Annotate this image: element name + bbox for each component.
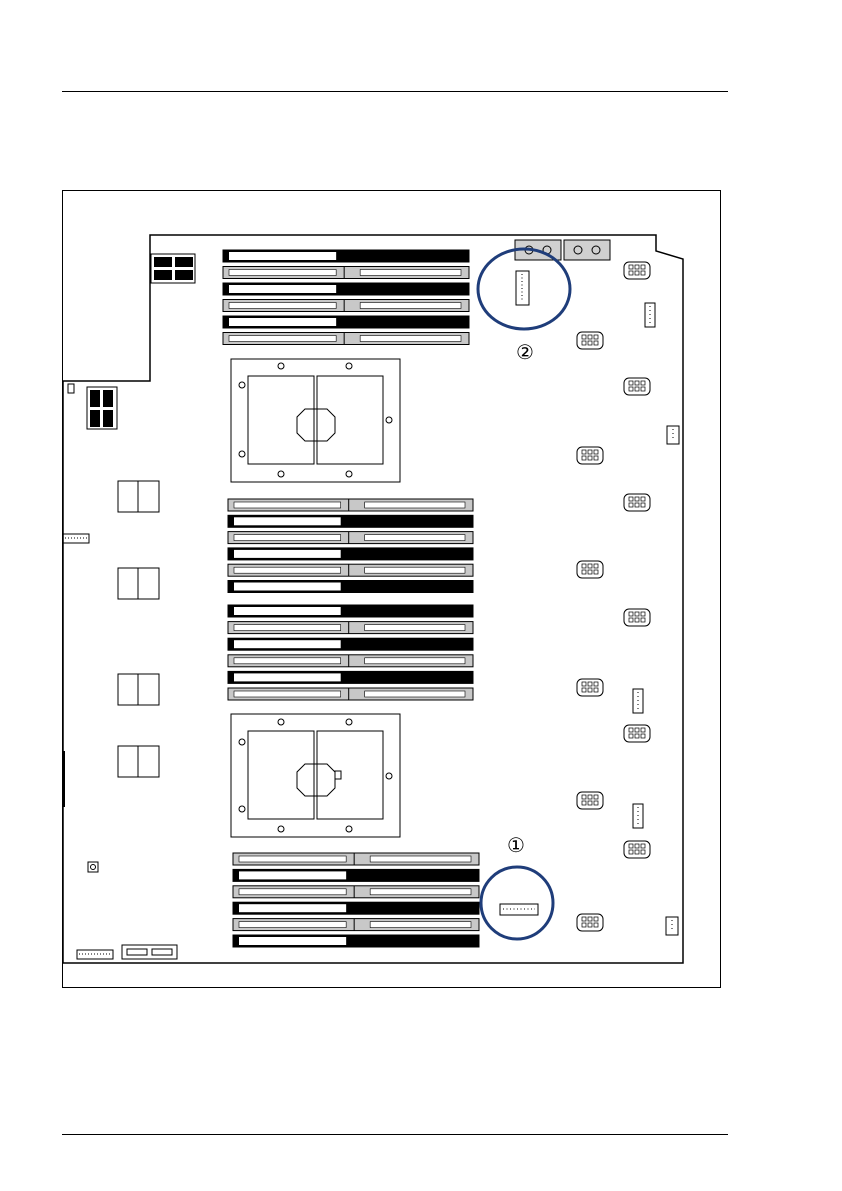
usb-connector: [122, 945, 177, 959]
connector-2: [516, 271, 529, 305]
dimm-slot: [233, 919, 479, 931]
six-pin-connector: [624, 725, 650, 742]
square-connector-4: [118, 746, 159, 777]
dimm-slot: [228, 671, 473, 683]
footer-rule: [62, 1134, 728, 1135]
six-pin-connector: [577, 561, 603, 578]
pin-header-left: [63, 534, 89, 543]
dimm-slot: [228, 622, 473, 634]
dimm-slots-group-1: [223, 250, 469, 345]
dimm-slot: [223, 267, 469, 279]
dimm-slot: [228, 581, 473, 593]
square-connector-3: [118, 674, 159, 705]
dimm-slot: [223, 333, 469, 345]
dimm-slot: [228, 605, 473, 617]
square-connector-2: [118, 568, 159, 599]
dimm-slot: [228, 548, 473, 560]
six-pin-connector: [577, 792, 603, 809]
six-pin-connector: [624, 378, 650, 395]
dimm-slot: [223, 300, 469, 312]
six-pin-connector: [577, 914, 603, 931]
six-pin-connector: [624, 494, 650, 511]
dimm-slot: [233, 935, 479, 947]
six-pin-connector: [624, 262, 650, 279]
dimm-slots-group-4: [233, 853, 479, 947]
six-pin-connector: [624, 609, 650, 626]
highlight-circle-2: [478, 249, 570, 329]
led: [88, 862, 98, 872]
jumper: [68, 384, 74, 393]
six-pin-connectors: [577, 262, 650, 931]
sata-connectors-left: [87, 387, 117, 429]
dimm-slots-group-2: [228, 499, 473, 593]
six-pin-connector: [577, 679, 603, 696]
dimm-slot: [228, 532, 473, 544]
cpu-socket-2: [231, 714, 400, 837]
dimm-slots-group-3: [228, 605, 473, 700]
connector-1: [500, 904, 538, 915]
fan-connector-b: [667, 426, 679, 444]
system-board-diagram: ② ①: [63, 191, 722, 989]
dimm-slot: [233, 902, 479, 914]
callout-1: ①: [507, 833, 525, 857]
dimm-slot: [228, 564, 473, 576]
square-connector-1: [118, 481, 159, 512]
fan-connector-c: [633, 689, 643, 713]
sata-connectors-top: [151, 254, 195, 283]
callout-2: ②: [516, 340, 534, 364]
fan-connector-e: [666, 917, 678, 935]
dimm-slot: [228, 655, 473, 667]
fan-connector-d: [633, 804, 643, 828]
highlight-circle-1: [481, 867, 553, 939]
dimm-slot: [233, 853, 479, 865]
dimm-slot: [233, 886, 479, 898]
figure-frame: ② ①: [62, 190, 721, 988]
six-pin-connector: [577, 447, 603, 464]
fan-connector-a: [645, 303, 655, 327]
dimm-slot: [228, 638, 473, 650]
dimm-slot: [223, 316, 469, 328]
dimm-slot: [233, 869, 479, 881]
dimm-slot: [223, 283, 469, 295]
six-pin-connector: [624, 841, 650, 858]
dimm-slot: [228, 515, 473, 527]
six-pin-connector: [577, 332, 603, 349]
header-rule: [62, 91, 728, 92]
dimm-slot: [228, 499, 473, 511]
cpu-socket-1: [231, 359, 400, 482]
dimm-slot: [223, 250, 469, 262]
dimm-slot: [228, 688, 473, 700]
